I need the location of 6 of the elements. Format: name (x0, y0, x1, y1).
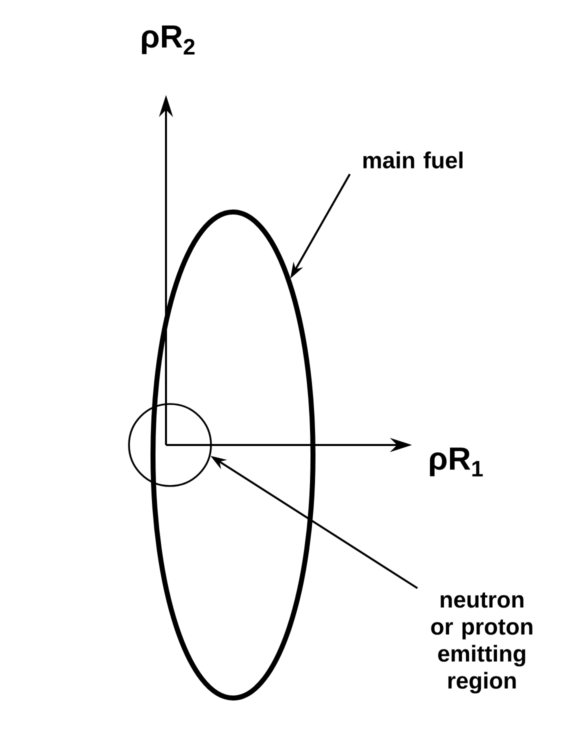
region-circle (128, 403, 212, 487)
node-text: neutron or proton emitting region (431, 592, 532, 694)
axis-label: ρR$_{2}$ (142, 25, 195, 55)
node-text: main fuel (363, 152, 462, 168)
axis-label: ρR$_{1}$ (430, 448, 483, 476)
fuel-ellipse (150, 210, 316, 700)
